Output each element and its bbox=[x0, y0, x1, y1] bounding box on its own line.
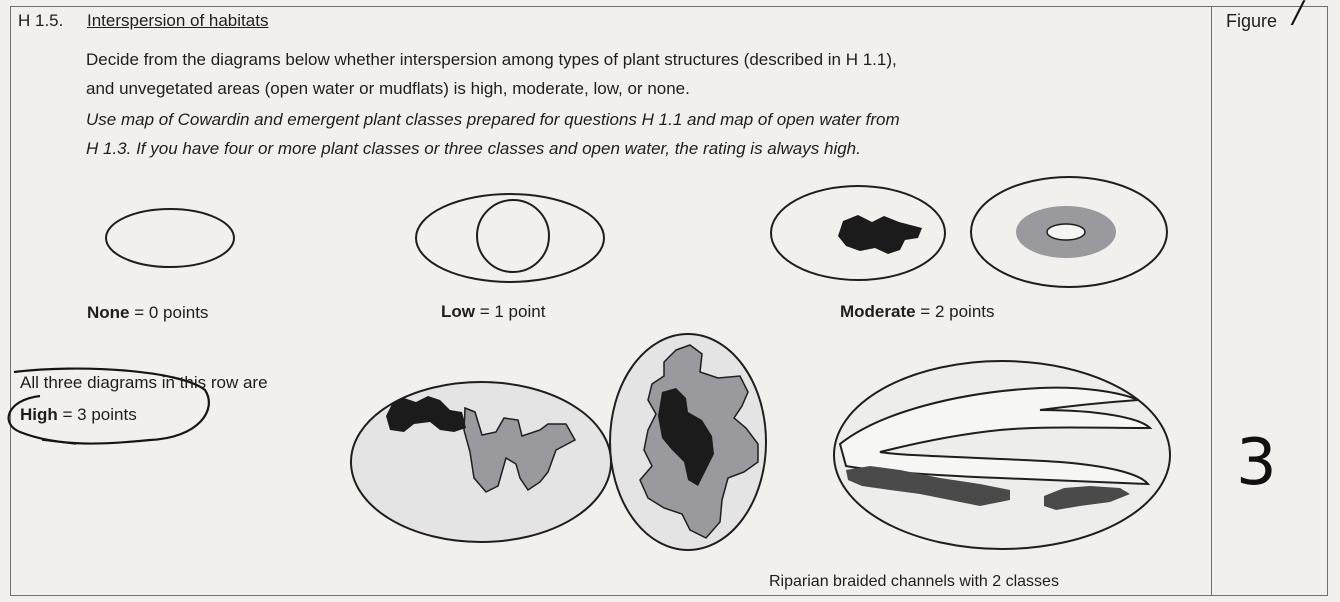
diagram-high-braided bbox=[834, 361, 1170, 549]
figure-value[interactable]: / bbox=[1293, 2, 1303, 24]
braided-channels-caption: Riparian braided channels with 2 classes bbox=[769, 571, 1059, 593]
diagram-moderate-patch bbox=[771, 186, 945, 280]
diagram-high-patches bbox=[351, 382, 611, 542]
diagram-none bbox=[106, 209, 234, 267]
diagram-moderate-ring bbox=[971, 177, 1167, 287]
rating-moderate: Moderate = 2 points bbox=[840, 301, 995, 323]
rating-high-term: High bbox=[20, 405, 58, 424]
rating-moderate-term: Moderate bbox=[840, 302, 916, 321]
rating-low: Low = 1 point bbox=[441, 301, 545, 323]
rating-none-term: None bbox=[87, 303, 130, 322]
rating-low-points: = 1 point bbox=[475, 302, 545, 321]
rating-high-points: = 3 points bbox=[58, 405, 137, 424]
diagram-high-nested bbox=[610, 334, 766, 550]
diagram-low bbox=[416, 194, 604, 282]
figure-label: Figure bbox=[1226, 10, 1277, 32]
rating-high: High = 3 points bbox=[20, 404, 137, 426]
score-entry[interactable]: 3 bbox=[1236, 428, 1277, 498]
rating-moderate-points: = 2 points bbox=[916, 302, 995, 321]
rating-low-term: Low bbox=[441, 302, 475, 321]
rating-none: None = 0 points bbox=[87, 302, 208, 324]
rating-none-points: = 0 points bbox=[130, 303, 209, 322]
rating-high-intro: All three diagrams in this row are bbox=[20, 372, 268, 394]
